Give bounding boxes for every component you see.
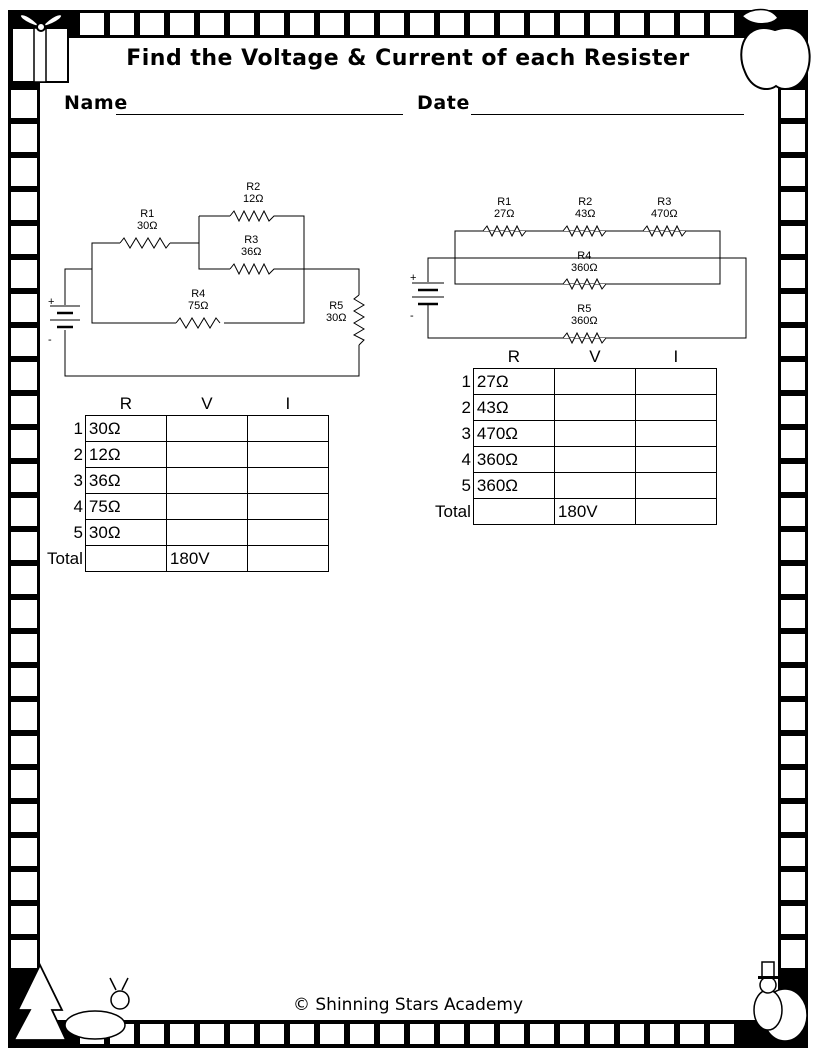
c2-battery-minus: - — [410, 310, 414, 322]
row-number: 3 — [73, 470, 83, 490]
c2-r2-symbol — [562, 224, 607, 238]
r-cell: 30Ω — [84, 415, 167, 442]
c1-r1-symbol — [119, 237, 171, 249]
r-cell: 470Ω — [472, 420, 555, 447]
footer-copyright: © Shinning Stars Academy — [292, 995, 524, 1015]
total-i-cell[interactable] — [246, 545, 329, 572]
c2-battery-plus: + — [410, 272, 417, 284]
total-r-cell[interactable] — [472, 498, 555, 525]
table-row: 4 360Ω — [432, 446, 717, 473]
r-cell: 360Ω — [472, 446, 555, 473]
row-number: 5 — [73, 522, 83, 542]
c2-r3-symbol — [642, 224, 687, 238]
c1-battery-plus: + — [48, 296, 55, 308]
table-row: 3 36Ω — [44, 467, 329, 494]
row-number: 3 — [461, 423, 471, 443]
i-cell[interactable] — [246, 441, 329, 468]
r-cell: 43Ω — [472, 394, 555, 421]
col-header-v: V — [589, 347, 601, 366]
r-cell: 36Ω — [84, 467, 167, 494]
v-cell[interactable] — [553, 472, 636, 499]
c2-table: R V I 1 27Ω 2 43Ω 3 470Ω 4 360Ω 5 360Ω T… — [432, 346, 717, 525]
apple-icon — [740, 8, 811, 90]
tree-reindeer-icon — [12, 962, 130, 1041]
table-header-row: R V I — [44, 393, 328, 416]
total-r-cell[interactable] — [84, 545, 167, 572]
col-header-r: R — [119, 394, 133, 413]
table-header-row: R V I — [432, 346, 716, 369]
total-label: Total — [47, 548, 83, 568]
total-v-cell: 180V — [165, 545, 248, 572]
name-line[interactable] — [116, 114, 403, 115]
row-number: 2 — [461, 397, 471, 417]
name-label: Name — [64, 92, 128, 114]
r-cell: 75Ω — [84, 493, 167, 520]
c1-r3-symbol — [229, 262, 278, 276]
c2-r1-symbol — [482, 224, 527, 238]
col-header-i: I — [285, 394, 291, 413]
page-title: Find the Voltage & Current of each Resis… — [126, 46, 690, 71]
total-i-cell[interactable] — [634, 498, 717, 525]
row-number: 4 — [73, 496, 83, 516]
i-cell[interactable] — [634, 394, 717, 421]
v-cell[interactable] — [553, 446, 636, 473]
r-cell: 27Ω — [472, 368, 555, 395]
table-total-row: Total 180V — [432, 498, 717, 525]
i-cell[interactable] — [634, 368, 717, 395]
date-label: Date — [417, 92, 470, 114]
table-row: 1 30Ω — [44, 415, 329, 442]
i-cell[interactable] — [634, 446, 717, 473]
col-header-r: R — [507, 347, 521, 366]
c1-r5-symbol — [352, 294, 365, 346]
c1-battery-minus: - — [48, 334, 52, 346]
c1-r2-symbol — [229, 209, 278, 223]
c2-r4-symbol — [562, 277, 607, 291]
table-total-row: Total 180V — [44, 545, 329, 572]
table-row: 1 27Ω — [432, 368, 717, 395]
row-number: 2 — [73, 444, 83, 464]
table-row: 3 470Ω — [432, 420, 717, 447]
i-cell[interactable] — [634, 420, 717, 447]
i-cell[interactable] — [634, 472, 717, 499]
row-number: 1 — [461, 371, 471, 391]
table-row: 2 12Ω — [44, 441, 329, 468]
c1-r4-symbol — [175, 317, 221, 329]
date-line[interactable] — [471, 114, 744, 115]
c1-table: R V I 1 30Ω 2 12Ω 3 36Ω 4 75Ω 5 30Ω Tota… — [44, 393, 329, 572]
turkey-icon — [753, 961, 808, 1042]
v-cell[interactable] — [165, 519, 248, 546]
v-cell[interactable] — [553, 368, 636, 395]
total-v-cell: 180V — [553, 498, 636, 525]
r-cell: 360Ω — [472, 472, 555, 499]
gift-box-icon — [11, 13, 69, 83]
i-cell[interactable] — [246, 415, 329, 442]
row-number: 5 — [461, 475, 471, 495]
col-header-i: I — [673, 347, 679, 366]
col-header-v: V — [201, 394, 213, 413]
row-number: 1 — [73, 418, 83, 438]
total-label: Total — [435, 501, 471, 521]
table-row: 5 360Ω — [432, 472, 717, 499]
table-row: 2 43Ω — [432, 394, 717, 421]
r-cell: 30Ω — [84, 519, 167, 546]
v-cell[interactable] — [553, 394, 636, 421]
table-row: 5 30Ω — [44, 519, 329, 546]
v-cell[interactable] — [553, 420, 636, 447]
c2-r5-symbol — [562, 331, 607, 345]
row-number: 4 — [461, 449, 471, 469]
